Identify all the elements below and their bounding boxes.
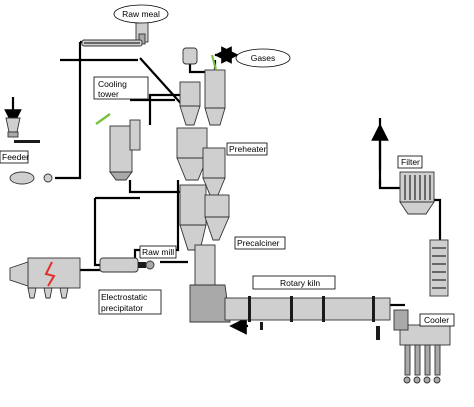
rotary-kiln (224, 296, 391, 330)
label-raw-mill: Raw mill (139, 245, 177, 259)
raw-mill (99, 257, 155, 273)
svg-text:Cooler: Cooler (424, 315, 449, 325)
svg-text:Raw meal: Raw meal (122, 9, 160, 19)
electrostatic-precipitator (9, 257, 81, 299)
svg-text:Filter: Filter (401, 157, 420, 167)
label-preheater: Preheater (226, 142, 268, 156)
svg-text:Raw mill: Raw mill (142, 247, 174, 257)
label-rotary-kiln: Rotary kiln (252, 275, 336, 290)
filter (399, 171, 435, 215)
label-feeder: Feeder (0, 150, 29, 164)
label-raw-meal: Raw meal (113, 4, 169, 24)
svg-text:Feeder: Feeder (2, 152, 29, 162)
cooling-tower-line-1: Cooling (98, 79, 127, 89)
svg-text:Precalciner: Precalciner (237, 238, 280, 248)
esp-line-2: precipitator (101, 303, 143, 313)
cooling-tower (95, 113, 141, 181)
preheater-tower (176, 47, 231, 323)
raw-meal-silo (81, 21, 149, 47)
svg-text:Preheater: Preheater (229, 144, 266, 154)
esp-line-1: Electrostatic (101, 292, 148, 302)
svg-text:Rotary kiln: Rotary kiln (280, 278, 320, 288)
feeder (5, 117, 53, 185)
label-gases: Gases (235, 48, 291, 68)
label-filter: Filter (397, 155, 423, 169)
cooling-tower-line-2: tower (98, 89, 119, 99)
label-cooler: Cooler (419, 313, 455, 327)
svg-text:Gases: Gases (251, 53, 276, 63)
label-precalciner: Precalciner (234, 236, 286, 250)
cooler (376, 239, 451, 384)
